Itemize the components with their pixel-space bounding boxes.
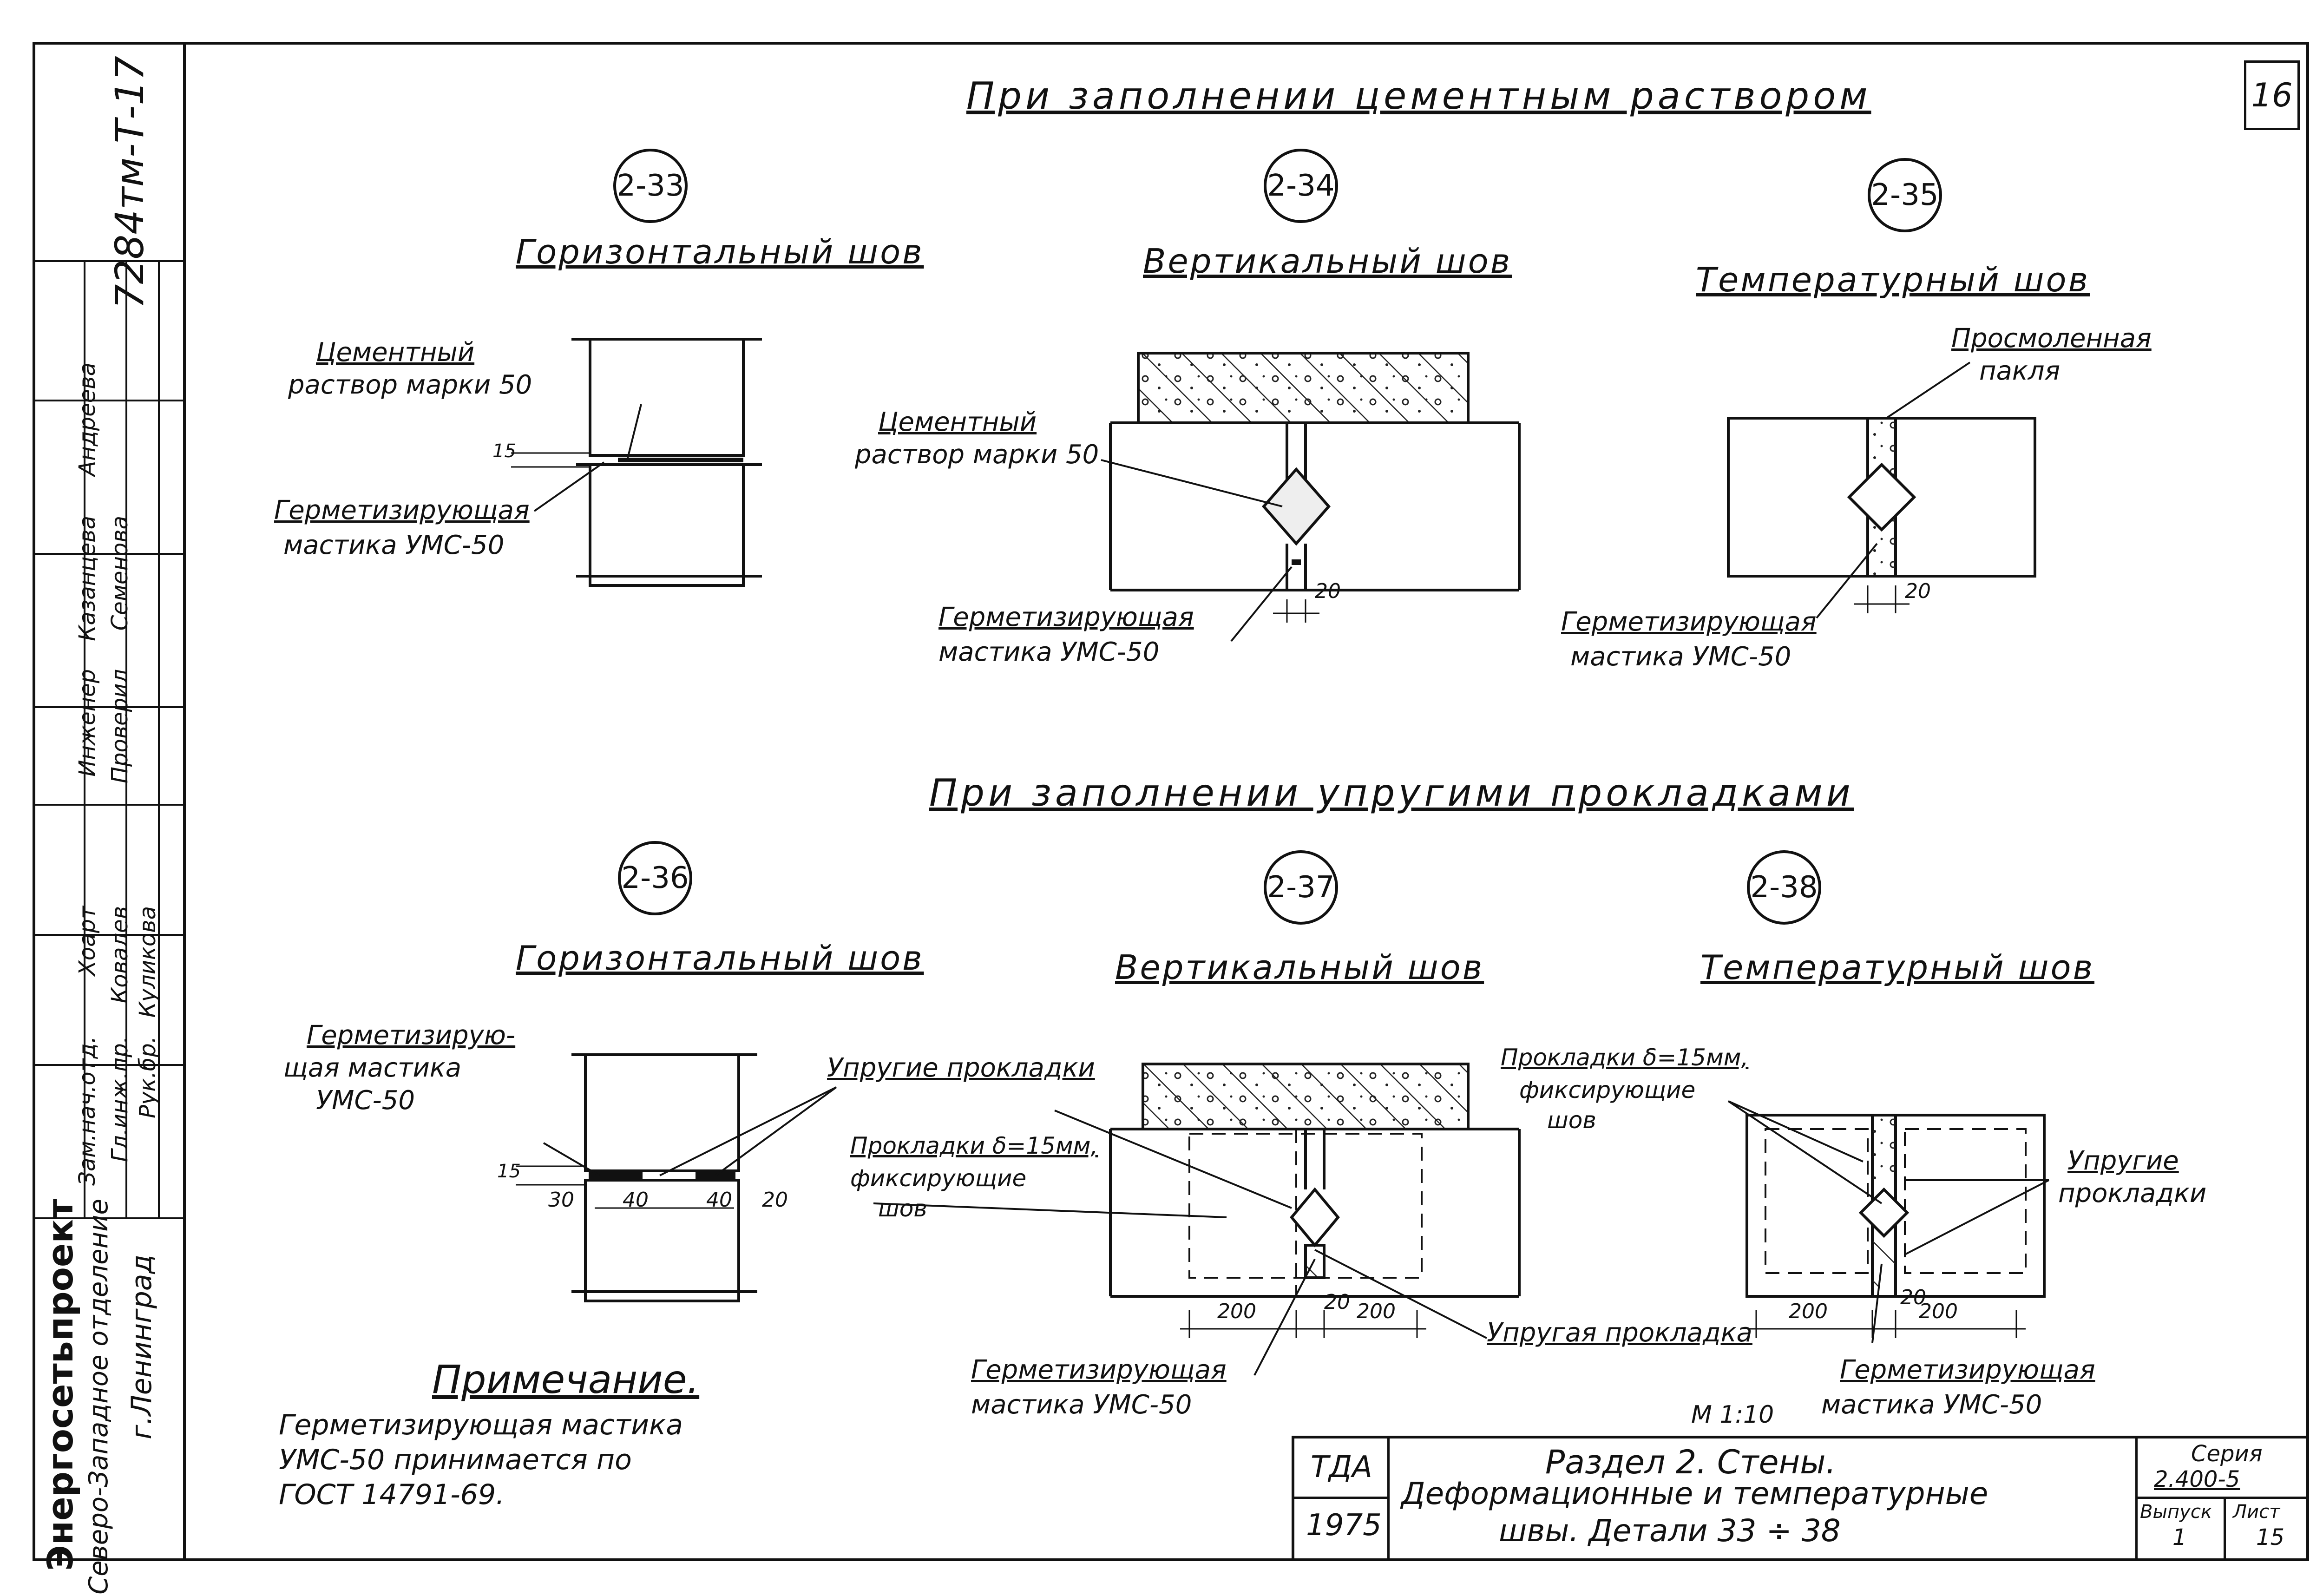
label-2-34-cement-1: Цементный (878, 407, 1037, 437)
label-2-33-cement-1: Цементный (316, 337, 475, 368)
section2-header: При заполнении упругими прокладками (929, 771, 1854, 814)
section1-header: При заполнении цементным раствором (966, 74, 1871, 118)
sheet-number: 16 (2244, 60, 2300, 130)
tb-title-3: швы. Детали 33 ÷ 38 (1499, 1513, 1841, 1549)
dim-2-38-200b: 200 (1919, 1300, 1958, 1323)
label-2-35-sealant-1: Герметизирующая (1561, 607, 1817, 637)
tb-title-1: Раздел 2. Стены. (1545, 1443, 1836, 1481)
tb-sheet-label: Лист (2233, 1501, 2280, 1523)
label-2-36-sealant-1: Герметизирую- (307, 1020, 516, 1051)
label-2-38-sealant-2: мастика УМС-50 (1821, 1390, 2042, 1420)
label-2-37-sealant-1: Герметизирующая (971, 1355, 1227, 1385)
dim-2-37-200b: 200 (1357, 1300, 1396, 1323)
drawing-2-35 (1727, 361, 2036, 619)
title-2-34: Вертикальный шов (1143, 242, 1512, 281)
drawing-2-34 (1101, 352, 1521, 642)
stamp-sidebar (33, 42, 186, 1561)
dim-2-36-30: 30 (548, 1188, 574, 1212)
detail-bubble-2-34: 2-34 (1264, 149, 1338, 223)
detail-bubble-2-33: 2-33 (613, 149, 688, 223)
dim-2-36-40a: 40 (623, 1188, 649, 1212)
title-2-37: Вертикальный шов (1115, 948, 1484, 987)
label-2-37-pads-2: фиксирующие (850, 1165, 1027, 1192)
label-2-38-elastic-pads-2: прокладки (2058, 1178, 2207, 1208)
dim-2-36-15: 15 (497, 1161, 521, 1182)
label-2-37-pads-1: Прокладки δ=15мм, (850, 1132, 1098, 1159)
label-2-36-sealant-3: УМС-50 (316, 1085, 415, 1116)
label-2-36-elastic-pads: Упругие прокладки (827, 1053, 1095, 1083)
tb-series-label: Серия (2191, 1441, 2263, 1467)
detail-bubble-2-36: 2-36 (618, 841, 692, 915)
title-2-33: Горизонтальный шов (516, 232, 924, 271)
label-2-37-pads-3: шов (878, 1195, 927, 1222)
tb-year: 1975 (1306, 1508, 1382, 1543)
dim-2-37-200a: 200 (1217, 1300, 1256, 1323)
drawing-2-37 (873, 1063, 1521, 1376)
dim-2-38-200a: 200 (1789, 1300, 1828, 1323)
tb-issue-label: Выпуск (2140, 1501, 2212, 1523)
detail-bubble-2-38: 2-38 (1747, 850, 1821, 925)
tb-series: 2.400-5 (2154, 1466, 2240, 1492)
dim-2-36-40b: 40 (706, 1188, 732, 1212)
scale-label: М 1:10 (1691, 1401, 1774, 1429)
label-2-38-pads-2: фиксирующие (1519, 1077, 1696, 1103)
dim-2-34-20: 20 (1315, 579, 1341, 603)
label-2-36-sealant-2: щая мастика (283, 1053, 462, 1083)
drawing-2-36 (516, 1053, 837, 1302)
detail-bubble-2-35: 2-35 (1868, 158, 1942, 232)
label-2-33-sealant-2: мастика УМС-50 (283, 530, 505, 560)
label-2-34-sealant-2: мастика УМС-50 (938, 637, 1160, 667)
label-2-33-sealant-1: Герметизирующая (274, 495, 530, 525)
label-2-35-tow-1: Просмоленная (1951, 323, 2152, 354)
drawing-2-38 (1727, 1100, 2049, 1343)
title-2-38: Температурный шов (1700, 948, 2095, 987)
label-2-38-sealant-1: Герметизирующая (1840, 1355, 2095, 1385)
label-2-35-tow-2: пакля (1979, 356, 2061, 386)
drawing-2-33 (511, 338, 762, 587)
drawing-frame (33, 42, 2309, 1561)
label-2-37-sealant-2: мастика УМС-50 (971, 1390, 1192, 1420)
label-2-38-elastic-pads-1: Упругие (2067, 1146, 2179, 1176)
tb-sheet: 15 (2256, 1524, 2285, 1550)
label-2-38-pads-3: шов (1547, 1107, 1596, 1134)
label-2-35-sealant-2: мастика УМС-50 (1570, 642, 1791, 672)
dim-2-36-20: 20 (762, 1188, 788, 1212)
label-2-38-pads-1: Прокладки δ=15мм, (1501, 1044, 1749, 1071)
note-text: Герметизирующая мастика УМС-50 принимает… (279, 1409, 683, 1511)
label-2-33-cement-2: раствор марки 50 (288, 370, 532, 400)
tb-title-2: Деформационные и температурные (1401, 1476, 1988, 1511)
label-2-34-sealant-1: Герметизирующая (938, 602, 1194, 632)
dim-2-35-20: 20 (1905, 579, 1931, 603)
title-2-35: Температурный шов (1696, 260, 2090, 299)
detail-bubble-2-37: 2-37 (1264, 850, 1338, 925)
tb-issue: 1 (2172, 1524, 2187, 1550)
dim-2-33-15: 15 (492, 440, 516, 462)
dim-2-38-20: 20 (1900, 1286, 1926, 1309)
title-block: ТДА 1975 Раздел 2. Стены. Деформационные… (1292, 1436, 2309, 1561)
note-heading: Примечание. (432, 1357, 700, 1402)
label-2-34-cement-2: раствор марки 50 (855, 440, 1099, 470)
tb-org: ТДА (1311, 1450, 1372, 1484)
label-2-37-elastic-pad: Упругая прокладка (1487, 1318, 1752, 1348)
title-2-36: Горизонтальный шов (516, 939, 924, 978)
dim-2-37-20: 20 (1324, 1290, 1350, 1314)
